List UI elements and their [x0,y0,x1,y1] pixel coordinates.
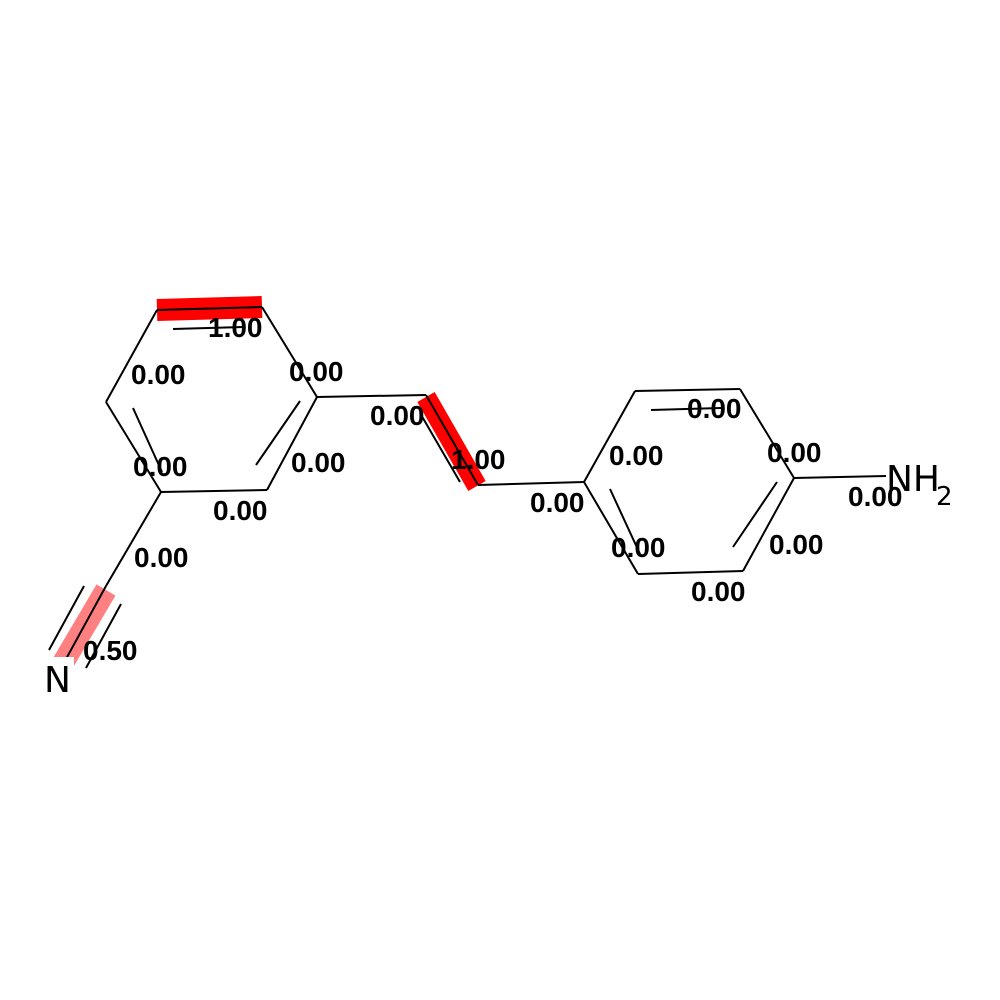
amine-subscript: 2 [936,482,953,512]
bond-value-ring1-lower-left: 0.00 [133,451,188,482]
bond-value-ring1-vinyl: 0.00 [370,400,425,431]
bond-ring2-lower-left [583,481,639,575]
bond-ring1-top-inner [172,326,244,330]
bond-value-ring1-lower-right: 0.00 [291,447,346,478]
bond-value-amine: 0.00 [848,481,903,512]
nitrogen-label-backdrop [40,657,74,697]
bond-value-ring2-lower-left: 0.00 [611,532,666,563]
bond-ring2-upper-left [583,390,636,483]
bond-ring1-lower-right [266,396,318,491]
bond-value-nitrile-triple: 0.50 [83,635,138,666]
bond-value-ring1-upper-right: 0.00 [289,356,344,387]
amine-label: NH [886,459,940,500]
bond-nitrile-triple-center [65,585,107,660]
bond-vinyl-double-outer [425,394,479,486]
bond-ring1-lower-left-inner [132,407,163,473]
bond-ring1-lower-right-inner [255,400,301,466]
bond-vinyl-ring2 [477,481,585,486]
bond-ring1-lower-left [105,401,162,493]
bond-ring2-top-inner [650,407,722,411]
bond-value-vinyl-ring2: 0.00 [530,487,585,518]
bond-value-ring1-bottom: 0.00 [213,495,268,526]
atom-labels: N NH 2 [40,459,953,701]
bond-ring2-upper-right [739,388,795,479]
bond-ring2-lower-left-inner [609,488,641,555]
bond-ring2-lower-right-inner [732,481,778,548]
bond-value-ring1-top: 1.00 [208,312,263,343]
bond-ring1-nitrile [105,491,162,587]
bond-ring1-upper-right [261,306,318,398]
bond-ring1-top [156,306,263,311]
bond-ring2-bottom [637,570,744,575]
bond-value-ring2-upper-left: 0.00 [609,440,664,471]
bond-value-ring2-lower-right: 0.00 [769,529,824,560]
bond-nitrile-triple-left [48,585,85,651]
bond-ring2-lower-right [742,477,795,572]
bond-value-ring2-top: 0.00 [687,393,742,424]
bond-value-vinyl-double: 1.00 [451,444,506,475]
nitrile-nitrogen-label: N [44,660,71,701]
bond-value-ring2-bottom: 0.00 [691,576,746,607]
bond-vinyl-double-inner [419,412,461,483]
bond-ring1-vinyl [316,394,427,398]
bond-ring1-upper-left [105,309,158,403]
bond-layer [48,306,887,669]
highlight-vinyl-double-bond [417,392,486,491]
bond-ring1-bottom [160,489,268,493]
bond-value-ring1-nitrile: 0.00 [134,542,189,573]
bond-value-ring1-upper-left: 0.00 [131,359,186,390]
bond-nitrile-triple-right [85,603,122,669]
bond-value-labels: 1.00 0.00 0.00 0.00 0.00 0.00 0.00 1.00 … [83,312,903,666]
bond-value-ring2-upper-right: 0.00 [767,437,822,468]
bond-ring2-amine [793,475,887,479]
bond-ring2-top [634,388,741,392]
